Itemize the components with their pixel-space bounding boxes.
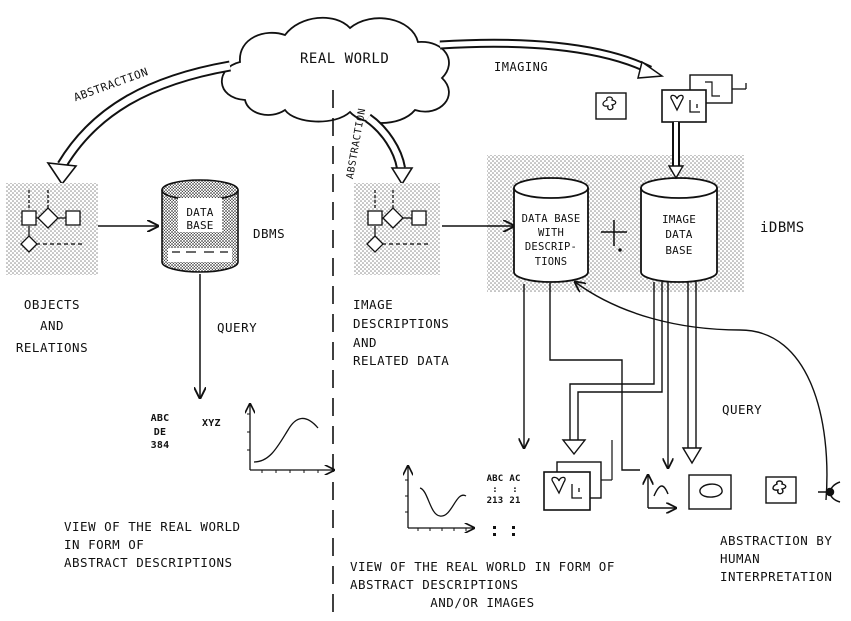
image-db-label: IMAGE DATA BASE <box>642 212 716 258</box>
image-frame-front <box>662 90 706 122</box>
xyz-label: XYZ <box>202 418 221 430</box>
image-descriptions-block <box>354 183 440 275</box>
idbms-label: iDBMS <box>760 220 805 238</box>
result-chart-mid <box>405 466 474 531</box>
column-dots <box>493 526 515 536</box>
real-world-cloud <box>222 18 449 123</box>
abstraction-left-arrow <box>62 66 230 165</box>
view-right-label: VIEW OF THE REAL WORLD IN FORM OF ABSTRA… <box>350 558 615 612</box>
desc-db-label: DATA BASE WITH DESCRIP- TIONS <box>512 212 590 269</box>
ac-col-label: AC : 21 <box>503 474 527 506</box>
eye-icon <box>818 482 840 502</box>
result-chart-left <box>247 404 334 473</box>
real-world-label: REAL WORLD <box>300 51 389 69</box>
human-interpretation-curve <box>575 282 827 500</box>
abc-block-label: ABC DE 384 <box>140 412 180 453</box>
dbms-label: DBMS <box>253 226 285 242</box>
objects-relations-label: OBJECTS AND RELATIONS <box>3 294 101 358</box>
data-base-label: DATA BASE <box>170 206 230 232</box>
objects-relations-block <box>6 183 98 275</box>
result-images-mid <box>544 440 612 510</box>
result-images-right <box>648 475 796 509</box>
view-left-label: VIEW OF THE REAL WORLD IN FORM OF ABSTRA… <box>64 518 241 572</box>
image-descriptions-label: IMAGE DESCRIPTIONS AND RELATED DATA <box>353 296 449 371</box>
imaging-label: IMAGING <box>494 60 548 75</box>
query-right-label: QUERY <box>722 402 762 418</box>
abstraction-human-label: ABSTRACTION BY HUMAN INTERPRETATION <box>720 532 832 586</box>
image-db-output-lines <box>563 282 701 468</box>
query-left-label: QUERY <box>217 320 257 336</box>
